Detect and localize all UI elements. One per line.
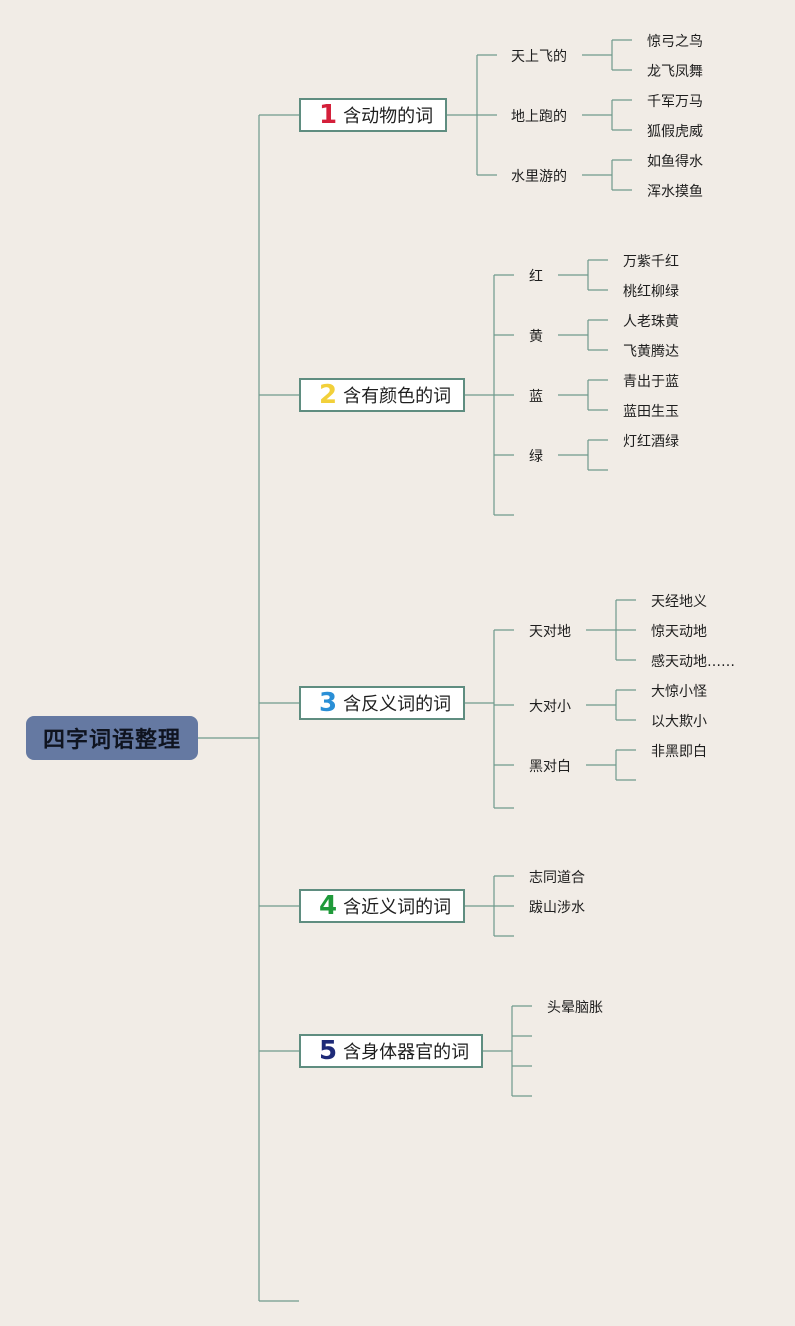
number-1-icon: 1 [319,100,338,130]
group-big-small[interactable]: 大对小 [529,699,571,715]
number-4-icon: 4 [319,891,338,921]
category-label: 含反义词的词 [343,694,452,715]
leaf-item[interactable]: 青出于蓝 [623,374,679,390]
group-sky-earth[interactable]: 天对地 [529,624,571,640]
category-label: 含身体器官的词 [343,1042,470,1063]
leaf-item[interactable]: 跋山涉水 [529,900,585,916]
leaf-item[interactable]: 人老珠黄 [623,314,679,330]
group-water[interactable]: 水里游的 [511,169,567,185]
number-5-icon: 5 [319,1036,338,1066]
leaf-item[interactable]: 惊弓之鸟 [647,34,703,50]
leaf-item[interactable]: 狐假虎威 [647,124,703,140]
group-green[interactable]: 绿 [529,449,543,465]
group-yellow[interactable]: 黄 [529,329,543,345]
category-label: 含近义词的词 [343,897,452,918]
group-black-white[interactable]: 黑对白 [529,759,571,775]
root-topic[interactable]: 四字词语整理 [26,716,198,760]
leaf-item[interactable]: 如鱼得水 [647,154,703,170]
leaf-item[interactable]: 以大欺小 [651,714,707,730]
group-red[interactable]: 红 [529,269,543,285]
leaf-item[interactable]: 头晕脑胀 [547,1000,603,1016]
leaf-item[interactable]: 大惊小怪 [651,684,707,700]
category-body-organs[interactable]: 5 含身体器官的词 [299,1034,483,1068]
group-land[interactable]: 地上跑的 [511,109,567,125]
leaf-item[interactable]: 千军万马 [647,94,703,110]
leaf-item[interactable]: 非黑即白 [651,744,707,760]
category-synonyms[interactable]: 4 含近义词的词 [299,889,465,923]
leaf-item[interactable]: 灯红酒绿 [623,434,679,450]
leaf-item[interactable]: 志同道合 [529,870,585,886]
number-3-icon: 3 [319,688,338,718]
root-topic-label: 四字词语整理 [42,728,181,753]
group-sky[interactable]: 天上飞的 [511,49,567,65]
leaf-item[interactable]: 感天动地…… [651,654,735,670]
category-label: 含有颜色的词 [343,386,452,407]
category-colors[interactable]: 2 含有颜色的词 [299,378,465,412]
leaf-item[interactable]: 浑水摸鱼 [647,184,703,200]
group-blue[interactable]: 蓝 [529,389,543,405]
leaf-item[interactable]: 龙飞凤舞 [647,64,703,80]
category-animals[interactable]: 1 含动物的词 [299,98,447,132]
leaf-item[interactable]: 蓝田生玉 [623,404,679,420]
leaf-item[interactable]: 飞黄腾达 [623,344,679,360]
leaf-item[interactable]: 天经地义 [651,594,707,610]
leaf-item[interactable]: 惊天动地 [651,624,707,640]
leaf-item[interactable]: 万紫千红 [623,254,679,270]
category-label: 含动物的词 [343,106,434,127]
number-2-icon: 2 [319,380,338,410]
category-antonyms[interactable]: 3 含反义词的词 [299,686,465,720]
leaf-item[interactable]: 桃红柳绿 [623,284,679,300]
